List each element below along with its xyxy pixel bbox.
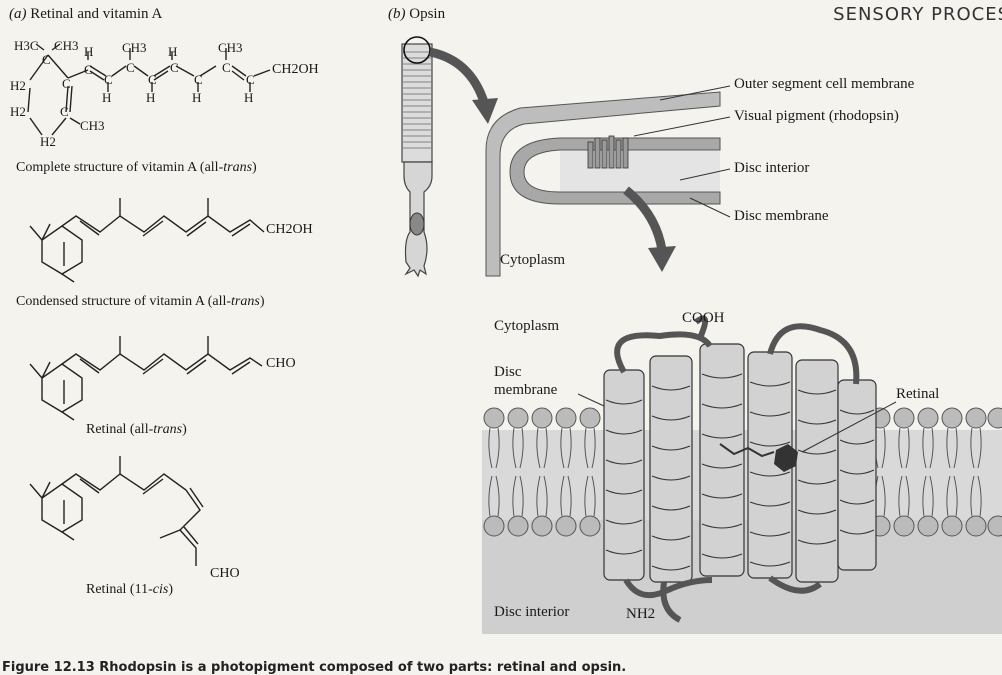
atom-c-chain1: C: [84, 62, 93, 77]
zoom-arrow-2: [623, 186, 667, 251]
helix-2: [649, 355, 693, 583]
atom-h2-ring3: H2: [40, 134, 56, 149]
caption-text-end: ): [252, 160, 257, 175]
panel-b-title-text: Opsin: [409, 6, 446, 22]
label-disc-interior: Disc interior: [734, 160, 810, 176]
atom-h3c: H3C: [14, 38, 39, 53]
detail-label-cooh: COOH: [682, 310, 725, 326]
atom-c-chain3: C: [126, 60, 135, 75]
atom-ch2oh-2: CH2OH: [266, 222, 313, 237]
figure-caption: Figure 12.13 Rhodopsin is a photopigment…: [2, 660, 627, 675]
vitamin-a-condensed-structure: [29, 198, 265, 283]
detail-label-disc-membrane-line1: Disc: [494, 364, 522, 380]
atom-ch3-gem: CH3: [54, 38, 79, 53]
atom-h2-ring2: H2: [10, 104, 26, 119]
detail-label-nh2: NH2: [626, 606, 656, 622]
caption-retinal-11-cis: Retinal (11-cis): [86, 582, 173, 598]
rhodopsin-cluster: [587, 135, 629, 169]
retinal-all-trans-structure: [29, 336, 263, 421]
atom-h2: H: [168, 44, 178, 59]
outer-segment-membrane: [485, 91, 721, 277]
disc: [509, 135, 721, 205]
atom-c-chain8: C: [246, 72, 255, 87]
leader-lines-detail: [577, 393, 897, 453]
detail-label-disc-interior: Disc interior: [494, 604, 570, 620]
atom-c-chain5: C: [170, 60, 179, 75]
retinal-11-cis-structure: [29, 456, 204, 566]
magnification-circle: [403, 36, 431, 64]
lipid-heads-bottom: [483, 515, 1002, 537]
atom-h3: H: [102, 90, 112, 105]
caption-text-end: ): [259, 294, 265, 309]
caption-text-end: ): [168, 582, 173, 597]
retinal-molecule: [774, 444, 798, 472]
caption-italic: trans: [231, 294, 260, 309]
panel-b-letter: (b): [388, 6, 406, 22]
atom-h5: H: [192, 90, 202, 105]
label-disc-membrane: Disc membrane: [734, 208, 829, 224]
atom-c-ring2: C: [60, 104, 69, 119]
panel-a-letter: (a): [9, 6, 27, 22]
label-outer-membrane: Outer segment cell membrane: [734, 76, 915, 92]
panel-a-title-text: Retinal and vitamin A: [30, 6, 163, 22]
vitamin-a-complete-structure: [27, 43, 271, 136]
helix-3: [699, 343, 745, 577]
caption-text: Condensed structure of vitamin A (all-: [16, 294, 232, 309]
atom-h1: H: [84, 44, 94, 59]
atom-h4: H: [146, 90, 156, 105]
zoom-arrow-1-head: [472, 98, 498, 124]
panel-a-title: (a) Retinal and vitamin A: [9, 6, 162, 23]
transmembrane-helices: [603, 343, 877, 583]
caption-text: Retinal (11-: [86, 582, 153, 597]
atom-c-chain7: C: [222, 60, 231, 75]
protein-loops: [614, 315, 860, 623]
panel-b-title: (b) Opsin: [388, 6, 445, 23]
atom-ch3-ring: CH3: [80, 118, 105, 133]
atom-ch3-chain2: CH3: [218, 40, 243, 55]
caption-vitamin-a-complete: Complete structure of vitamin A (all-tra…: [16, 160, 257, 176]
atom-cho-2: CHO: [210, 566, 240, 581]
atom-c-chain2: C: [104, 72, 113, 87]
detail-label-retinal: Retinal: [896, 386, 940, 402]
detail-label-cytoplasm: Cytoplasm: [494, 318, 560, 334]
atom-c-chain4: C: [148, 72, 157, 87]
leader-lines-panel-b: [633, 85, 731, 218]
running-head: SENSORY PROCES: [833, 4, 1002, 25]
atom-h2-ring1: H2: [10, 78, 26, 93]
label-visual-pigment: Visual pigment (rhodopsin): [734, 108, 899, 124]
zoom-arrow-1: [428, 47, 489, 104]
atom-c-ring: C: [62, 76, 71, 91]
helix-turns: [605, 373, 875, 571]
label-cytoplasm: Cytoplasm: [500, 252, 566, 268]
atom-ch2oh-1: CH2OH: [272, 62, 319, 77]
atom-c-chain6: C: [194, 72, 203, 87]
caption-text: Complete structure of vitamin A (all-: [16, 160, 224, 175]
membrane-detail: [482, 315, 1002, 634]
caption-text-end: ): [182, 422, 187, 437]
detail-label-disc-membrane-line2: membrane: [494, 382, 558, 398]
caption-italic: trans: [223, 160, 253, 175]
caption-italic: cis: [152, 582, 169, 597]
atom-ch3-chain1: CH3: [122, 40, 147, 55]
caption-retinal-all-trans: Retinal (all-trans): [86, 422, 187, 438]
helix-5: [795, 359, 839, 583]
rod-cell: [401, 36, 433, 278]
atom-c1: C: [42, 52, 51, 67]
atom-cho-1: CHO: [266, 356, 296, 371]
atom-h6: H: [244, 90, 254, 105]
caption-italic: trans: [153, 422, 183, 437]
caption-vitamin-a-condensed: Condensed structure of vitamin A (all-tr…: [16, 294, 264, 310]
helix-6: [837, 379, 877, 571]
zoom-arrow-2-head: [648, 246, 676, 272]
caption-text: Retinal (all-: [86, 422, 154, 437]
